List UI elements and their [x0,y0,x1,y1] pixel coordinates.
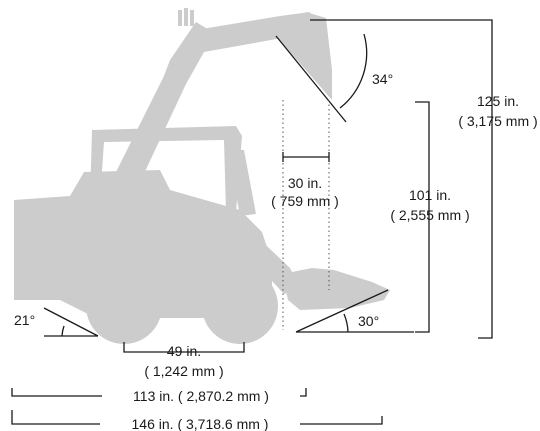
rear-wheel [86,268,162,344]
hydraulic-cylinder [228,150,256,216]
skid-steer-silhouette [14,8,390,344]
dimension-labels: 34° 125 in. ( 3,175 mm ) 101 in. ( 2,555… [14,71,538,431]
lowered-bucket [284,268,390,310]
length-no-bucket-bracket [11,388,307,397]
dimension-lines [11,19,493,425]
bucket-angle-label: 34° [372,71,393,87]
cylinder-pin [190,10,194,26]
departure-angle-arc [61,325,65,337]
length-with-bucket-label: 146 in. ( 3,718.6 mm ) [132,416,269,431]
raised-bucket [276,12,332,100]
reach-in-label: 30 in. [288,175,322,191]
rollback-angle-lines [295,289,414,333]
max-height-bracket [310,19,493,339]
cylinder-pin [178,10,182,26]
departure-angle-lines [43,307,99,337]
length-no-bucket-label: 113 in. ( 2,870.2 mm ) [133,388,269,404]
lift-arm [96,12,312,212]
max-height-mm-label: ( 3,175 mm ) [458,113,537,129]
front-wheel [202,268,278,344]
cab-cage [90,126,242,212]
wheelbase-mm-label: ( 1,242 mm ) [144,363,223,379]
dump-height-in-label: 101 in. [409,187,451,203]
cylinder-pin [184,8,188,26]
departure-angle-label: 21° [14,312,35,328]
length-with-bucket-bracket [11,410,383,425]
reach-mm-label: ( 759 mm ) [271,193,339,209]
wheelbase-bracket [123,342,245,353]
machine-body [14,170,272,318]
bucket-angle-arc [339,33,368,109]
dump-height-bracket [415,101,430,333]
lift-arm-upright [136,22,206,150]
dump-height-mm-label: ( 2,555 mm ) [390,207,469,223]
max-height-in-label: 125 in. [477,93,519,109]
rollback-angle-arc [343,313,349,333]
wheelbase-in-label: 49 in. [167,343,201,359]
rollback-angle-label: 30° [358,313,379,329]
bucket-angle-line [275,35,347,123]
reach-line [282,152,330,162]
